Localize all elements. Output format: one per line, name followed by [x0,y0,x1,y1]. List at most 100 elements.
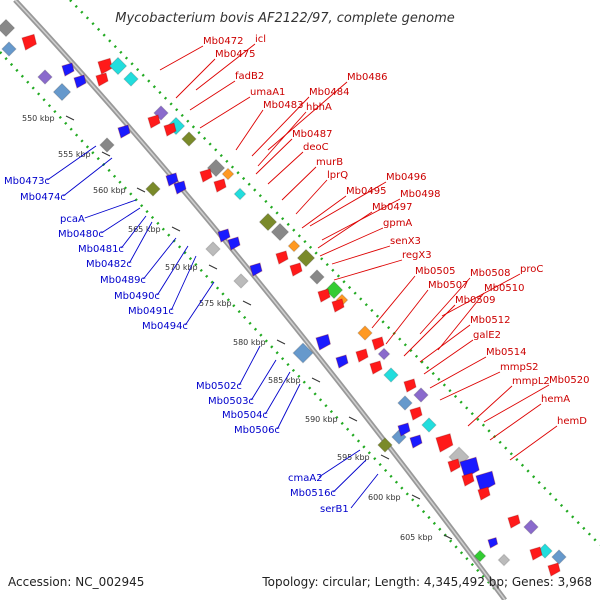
reverse-gene-label[interactable]: Mb0506c [234,425,280,436]
forward-gene-glyph [258,212,278,232]
reverse-gene-label[interactable]: Mb0480c [58,229,104,240]
kbp-tick-label: 575 kbp [199,299,232,308]
accession-label: Accession: NC_002945 [8,575,144,589]
genome-title: Mycobacterium bovis AF2122/97, complete … [115,11,454,26]
forward-gene-label[interactable]: Mb0496 [386,172,426,183]
forward-gene-label[interactable]: icl [255,34,266,45]
forward-gene-label[interactable]: deoC [303,142,329,153]
forward-gene-label[interactable]: Mb0484 [309,87,349,98]
forward-gene-label[interactable]: Mb0512 [470,315,510,326]
forward-gene-label[interactable]: hbhA [306,102,332,113]
forward-gene-label[interactable]: Mb0486 [347,72,387,83]
forward-gene-label[interactable]: Mb0498 [400,189,440,200]
forward-label-leader [439,371,501,401]
forward-label-leader [385,289,429,345]
forward-label-leader [371,275,416,329]
forward-gene-label[interactable]: Mb0520 [549,375,589,386]
forward-gene-label[interactable]: regX3 [402,250,432,261]
reverse-gene-label[interactable]: Mb0491c [128,306,174,317]
forward-gene-label[interactable]: murB [316,157,343,168]
forward-gene-glyph [221,167,235,181]
reverse-gene-glyph [145,181,161,197]
reverse-gene-glyph [397,422,411,437]
forward-gene-glyph [461,472,475,487]
reverse-gene-glyph [292,342,314,364]
forward-gene-glyph [309,269,325,285]
forward-gene-label[interactable]: umaA1 [250,87,285,98]
forward-gene-label[interactable]: Mb0507 [428,280,468,291]
kbp-tick-mark [276,339,286,345]
forward-gene-label[interactable]: Mb0483 [263,100,303,111]
forward-label-leader [267,151,304,185]
forward-gene-label[interactable]: Mb0510 [484,283,524,294]
reverse-gene-label[interactable]: Mb0502c [196,381,242,392]
reverse-gene-label[interactable]: Mb0516c [290,488,336,499]
forward-gene-label[interactable]: senX3 [390,236,421,247]
forward-gene-label[interactable]: Mb0505 [415,266,455,277]
forward-label-leader [255,138,293,175]
reverse-gene-label[interactable]: cmaA2 [288,473,323,484]
reverse-gene-glyph [227,236,241,251]
forward-gene-glyph [371,336,385,351]
forward-gene-label[interactable]: Mb0509 [455,295,495,306]
forward-gene-glyph [287,239,301,253]
reverse-gene-track [37,62,511,567]
forward-label-leader [429,356,487,389]
forward-gene-glyph [324,280,344,300]
forward-label-leader [437,292,485,351]
forward-gene-glyph [355,348,369,363]
reverse-gene-glyph [409,434,423,449]
reverse-gene-label[interactable]: Mb0473c [4,176,50,187]
forward-label-leader [423,339,474,375]
reverse-gene-label[interactable]: Mb0504c [222,410,268,421]
forward-label-leader [251,96,310,157]
forward-gene-glyph [369,360,383,375]
forward-gene-glyph [95,72,109,87]
forward-gene-label[interactable]: hemA [541,394,570,405]
forward-gene-label[interactable]: Mb0508 [470,268,510,279]
forward-gene-label[interactable]: Mb0495 [346,186,386,197]
kbp-tick-mark [348,416,358,422]
forward-gene-label[interactable]: gpmA [383,218,412,229]
reverse-gene-label[interactable]: Mb0481c [78,244,124,255]
kbp-tick-label: 580 kbp [233,338,266,347]
reverse-gene-label[interactable]: pcaA [60,214,85,225]
forward-gene-label[interactable]: hemD [557,416,587,427]
reverse-label-leader [47,145,97,181]
reverse-gene-glyph [233,273,249,289]
forward-gene-glyph [529,546,543,561]
reverse-label-leader [84,199,137,219]
kbp-tick-mark [380,454,390,460]
forward-gene-label[interactable]: Mb0475 [215,49,255,60]
reverse-gene-glyph [52,82,72,102]
kbp-tick-mark [443,534,453,540]
forward-gene-label[interactable]: galE2 [473,330,501,341]
forward-gene-glyph [447,458,461,473]
reverse-gene-label[interactable]: Mb0494c [142,321,188,332]
reverse-gene-glyph [315,333,331,351]
forward-gene-label[interactable]: mmpL2 [512,376,550,387]
forward-gene-label[interactable]: Mb0497 [372,202,412,213]
kbp-tick-label: 605 kbp [400,533,433,542]
forward-gene-label[interactable]: proC [520,264,543,275]
forward-gene-label[interactable]: lprQ [327,170,348,181]
reverse-gene-label[interactable]: Mb0503c [208,396,254,407]
forward-gene-glyph [413,387,429,403]
reverse-gene-label[interactable]: Mb0474c [20,192,66,203]
forward-gene-label[interactable]: Mb0472 [203,36,243,47]
forward-label-leader [333,259,403,281]
reverse-gene-label[interactable]: Mb0482c [86,259,132,270]
forward-gene-label[interactable]: Mb0514 [486,347,526,358]
forward-gene-label[interactable]: fadB2 [235,71,264,82]
forward-gene-glyph [123,71,139,87]
reverse-gene-label[interactable]: Mb0489c [100,275,146,286]
reverse-gene-label[interactable]: Mb0490c [114,291,160,302]
forward-gene-label[interactable]: Mb0487 [292,129,332,140]
forward-gene-glyph [477,486,491,501]
forward-gene-label[interactable]: mmpS2 [500,362,539,373]
kbp-tick-label: 585 kbp [268,376,301,385]
reverse-gene-label[interactable]: serB1 [320,504,349,515]
forward-gene-glyph [317,288,331,303]
